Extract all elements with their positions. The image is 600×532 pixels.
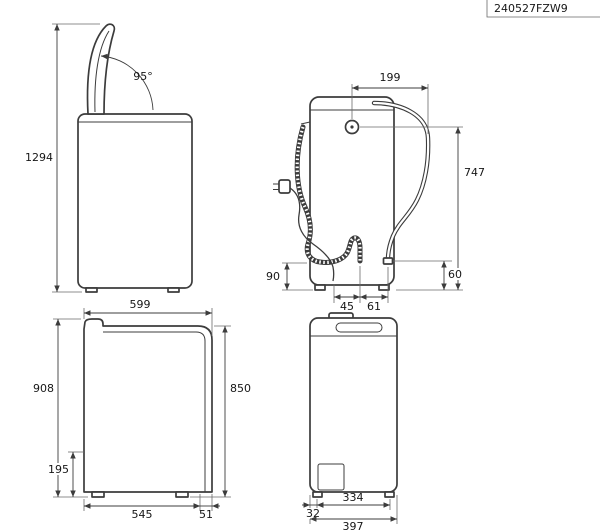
dim-334-label: 334: [343, 491, 364, 504]
foot: [384, 491, 395, 498]
lid-seam: [103, 331, 206, 492]
open-lid-inner-line: [94, 30, 110, 113]
dim-left-clearance: 90: [266, 262, 313, 291]
title-block-border: [486, 0, 600, 18]
foot: [314, 284, 326, 291]
dim-depth-bottom: 545 51: [83, 494, 220, 521]
dim-right-clearance: 60: [393, 260, 464, 290]
dim-32-label: 32: [306, 507, 320, 520]
dim-90-label: 90: [266, 270, 280, 283]
dim-51-label: 51: [199, 508, 213, 521]
drain-hose-holder: [300, 121, 311, 125]
inlet-hose-end-fitting: [382, 257, 394, 265]
dim-hose-height: 747: [360, 126, 485, 291]
drawing-code: 240527FZW9: [494, 2, 568, 15]
title-block: 240527FZW9: [486, 0, 600, 18]
dim-397-label: 397: [343, 520, 364, 532]
dim-908-label: 908: [33, 382, 54, 395]
dim-61-label: 61: [367, 300, 381, 313]
foot: [91, 491, 105, 498]
foot: [378, 284, 390, 291]
view-front: 32 334 397: [302, 312, 398, 532]
machine-body-side: [83, 318, 213, 493]
power-cord: [273, 179, 335, 282]
view-side-lid-open: 95° 1294: [25, 23, 193, 293]
lid-angle-label: 95°: [133, 70, 153, 83]
drain-outlet-center: [350, 125, 354, 129]
dim-total-height-label: 1294: [25, 151, 53, 164]
lid-angle-arc: [100, 53, 154, 111]
foot: [85, 287, 98, 293]
dim-545-label: 545: [132, 508, 153, 521]
drain-hose: [294, 121, 363, 265]
view-side-closed: 599 908 850 195: [33, 298, 251, 521]
dim-60-label: 60: [448, 268, 462, 281]
dim-195-label: 195: [48, 463, 69, 476]
foot: [167, 287, 180, 293]
inlet-hose: [371, 100, 431, 265]
dim-base-height: 195: [45, 451, 84, 497]
control-panel: [335, 322, 383, 333]
machine-body-side-open: [77, 113, 193, 289]
dim-747-label: 747: [464, 166, 485, 179]
dim-total-height: 1294: [25, 23, 100, 293]
dim-850-label: 850: [230, 382, 251, 395]
foot: [175, 491, 189, 498]
dim-height-body: 850: [190, 325, 251, 498]
dim-bottom-offsets: 45 61: [333, 266, 389, 313]
dim-rear-top-width: 199: [351, 71, 429, 134]
view-rear: 199 747 60 90 45: [266, 71, 485, 313]
dim-front-bottom: 32 334 397: [302, 491, 398, 532]
dim-depth-top: 599: [83, 298, 213, 336]
dim-45-label: 45: [340, 300, 354, 313]
machine-body-front: [309, 317, 398, 493]
dim-199-label: 199: [380, 71, 401, 84]
foot: [312, 491, 323, 498]
service-door: [317, 463, 345, 491]
open-lid: [86, 23, 116, 115]
dim-599-label: 599: [130, 298, 151, 311]
plug-icon: [278, 179, 291, 194]
